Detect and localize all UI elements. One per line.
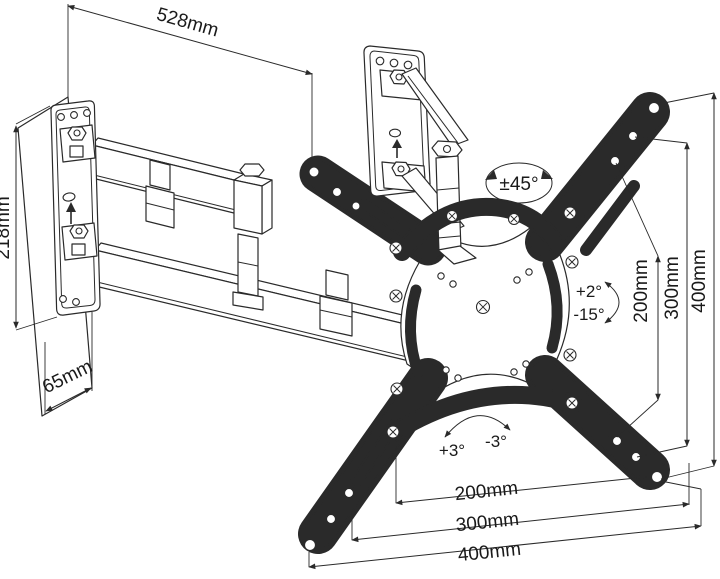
phillips-screw (475, 299, 491, 315)
dimension-vesa-horizontal-200: 200mm (395, 440, 647, 506)
vesa-hole (308, 166, 320, 178)
upper-arm (91, 137, 273, 311)
label-plate-height: 218mm (0, 196, 14, 259)
phillips-screw (389, 241, 403, 255)
annotation-tilt: +2° -15° (573, 281, 620, 324)
label-vesa-v-200: 200mm (631, 259, 652, 322)
bolt (71, 243, 86, 256)
mounting-hole (72, 298, 80, 306)
label-max-extension: 528mm (154, 4, 221, 41)
vesa-hole (303, 538, 317, 552)
bolt (69, 145, 84, 158)
vesa-arm-ne (525, 92, 670, 262)
slot-hole (388, 128, 402, 138)
phillips-screw (445, 209, 459, 223)
label-tilt-down: -15° (573, 305, 604, 324)
vesa-hole (609, 155, 621, 167)
slot-hole (62, 192, 76, 202)
hex-bolt (239, 163, 265, 177)
vesa-hole (351, 201, 361, 211)
dimension-vesa-vertical-300: 300mm (634, 136, 690, 458)
lower-hinge (61, 222, 98, 261)
vesa-hole (647, 101, 661, 115)
label-tilt-up: +2° (576, 282, 602, 301)
label-level-right: -3° (485, 432, 507, 451)
plate-curved-slots (405, 258, 563, 378)
elbow-hinge-bar (232, 233, 264, 311)
mounting-hole (59, 295, 67, 303)
folded-hinge-bar (431, 140, 477, 265)
label-vesa-h-400: 400mm (457, 539, 522, 567)
label-swivel: ±45° (499, 174, 538, 195)
vesa-hole (630, 451, 642, 463)
mounting-hole (389, 58, 399, 68)
plate-screws (386, 206, 579, 439)
wall-plate-folded (363, 45, 477, 265)
up-arrow-icon (66, 202, 76, 224)
vesa-arm-sw (298, 358, 448, 554)
mounting-hole (70, 111, 78, 119)
plate-top-bracket (393, 197, 565, 261)
phillips-screw (389, 289, 403, 303)
cable-clip (319, 269, 353, 337)
cable-clip (145, 159, 175, 229)
mounting-hole (375, 56, 385, 66)
label-vesa-h-300: 300mm (455, 509, 520, 537)
rotation-arrowhead (541, 170, 553, 179)
wall-plate-left (50, 100, 101, 316)
mounting-hole (57, 113, 65, 121)
mounting-hole (403, 60, 413, 70)
vesa-arm-se (525, 355, 670, 490)
mounting-hole (83, 109, 91, 117)
phillips-screw (507, 212, 521, 226)
label-vesa-v-300: 300mm (662, 256, 683, 319)
up-arrow-icon (392, 139, 402, 158)
label-level-left: +3° (439, 441, 465, 460)
dimension-plate-height: 218mm (0, 105, 58, 331)
phillips-screw (563, 348, 577, 362)
elbow-joint (232, 163, 273, 311)
plate-small-holes (437, 268, 533, 382)
plate-bottom-bracket (383, 385, 583, 443)
vesa-hole (650, 470, 664, 484)
vesa-hole (325, 513, 337, 525)
dimension-vesa-vertical-200: 200mm (615, 162, 661, 438)
annotation-swivel: ±45° (485, 162, 553, 204)
upper-hinge (59, 124, 96, 163)
vesa-hole (627, 130, 639, 142)
dimension-vesa-vertical-400: 400mm (658, 92, 717, 480)
phillips-screw (386, 425, 400, 439)
phillips-screw (565, 396, 579, 410)
vesa-hole (331, 186, 343, 198)
vesa-hole (343, 487, 355, 499)
vesa-hole (611, 435, 623, 447)
label-vesa-h-200: 200mm (454, 478, 519, 506)
phillips-screw (390, 382, 404, 396)
lower-arm (94, 242, 437, 367)
phillips-screw (563, 206, 577, 220)
annotation-level: +3° -3° (439, 415, 511, 460)
phillips-screw (565, 255, 579, 269)
label-vesa-v-400: 400mm (689, 249, 710, 312)
rotation-arrowhead (485, 170, 497, 180)
